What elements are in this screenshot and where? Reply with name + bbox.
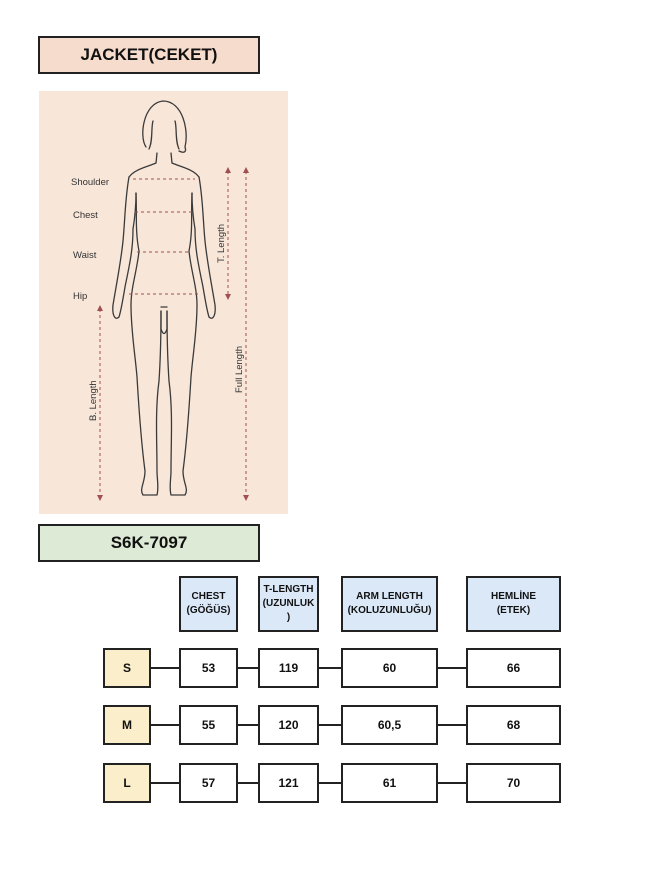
- guide-arrowheads: [97, 167, 249, 501]
- product-code: S6K-7097: [110, 533, 188, 552]
- title-banner: JACKET(CEKET): [38, 36, 260, 74]
- body-silhouette-diagram: Shoulder Chest Waist Hip T. Length Full …: [71, 100, 249, 501]
- label-hip: Hip: [73, 291, 87, 302]
- value-t-length-l: 121: [258, 763, 319, 803]
- row-connector: [238, 667, 258, 669]
- row-connector: [238, 724, 258, 726]
- row-connector: [151, 782, 179, 784]
- header-t-length: T-LENGTH (UZUNLUK ): [258, 576, 319, 632]
- header-arm-length-line1: ARM LENGTH: [356, 591, 423, 602]
- label-b-length: B. Length: [88, 380, 99, 421]
- header-t-length-line2: (UZUNLUK: [262, 598, 315, 609]
- row-connector: [319, 782, 341, 784]
- label-chest: Chest: [73, 210, 98, 221]
- value-chest-s: 53: [179, 648, 238, 688]
- measurement-guides: [99, 171, 247, 497]
- value-arm-length-m: 60,5: [341, 705, 438, 745]
- value-chest-m: 55: [179, 705, 238, 745]
- header-hemline-line1: HEMLİNE: [491, 591, 536, 602]
- row-connector: [151, 724, 179, 726]
- header-t-length-line1: T-LENGTH: [263, 584, 314, 595]
- value-hemline-s: 66: [466, 648, 561, 688]
- header-arm-length: ARM LENGTH (KOLUZUNLUĞU): [341, 576, 438, 632]
- value-t-length-m: 120: [258, 705, 319, 745]
- row-connector: [238, 782, 258, 784]
- header-arm-length-line2: (KOLUZUNLUĞU): [347, 605, 432, 616]
- label-waist: Waist: [73, 250, 97, 261]
- row-connector: [151, 667, 179, 669]
- size-cell-s: S: [103, 648, 151, 688]
- body-measurement-figure: Shoulder Chest Waist Hip T. Length Full …: [39, 91, 288, 514]
- row-connector: [319, 724, 341, 726]
- value-arm-length-l: 61: [341, 763, 438, 803]
- row-connector: [438, 782, 466, 784]
- header-chest-line2: (GÖĞÜS): [186, 605, 231, 616]
- header-t-length-line3: ): [286, 612, 291, 623]
- row-connector: [438, 724, 466, 726]
- value-chest-l: 57: [179, 763, 238, 803]
- header-chest-line1: CHEST: [191, 591, 226, 602]
- label-t-length: T. Length: [216, 224, 227, 263]
- value-hemline-m: 68: [466, 705, 561, 745]
- label-full-length: Full Length: [234, 346, 245, 393]
- value-hemline-l: 70: [466, 763, 561, 803]
- size-cell-m: M: [103, 705, 151, 745]
- page-title: JACKET(CEKET): [80, 45, 218, 64]
- value-t-length-s: 119: [258, 648, 319, 688]
- header-hemline-line2: (ETEK): [496, 605, 531, 616]
- row-connector: [319, 667, 341, 669]
- row-connector: [438, 667, 466, 669]
- header-hemline: HEMLİNE (ETEK): [466, 576, 561, 632]
- value-arm-length-s: 60: [341, 648, 438, 688]
- female-silhouette: [112, 100, 216, 496]
- label-shoulder: Shoulder: [71, 177, 109, 188]
- size-cell-l: L: [103, 763, 151, 803]
- product-code-banner: S6K-7097: [38, 524, 260, 562]
- header-chest: CHEST (GÖĞÜS): [179, 576, 238, 632]
